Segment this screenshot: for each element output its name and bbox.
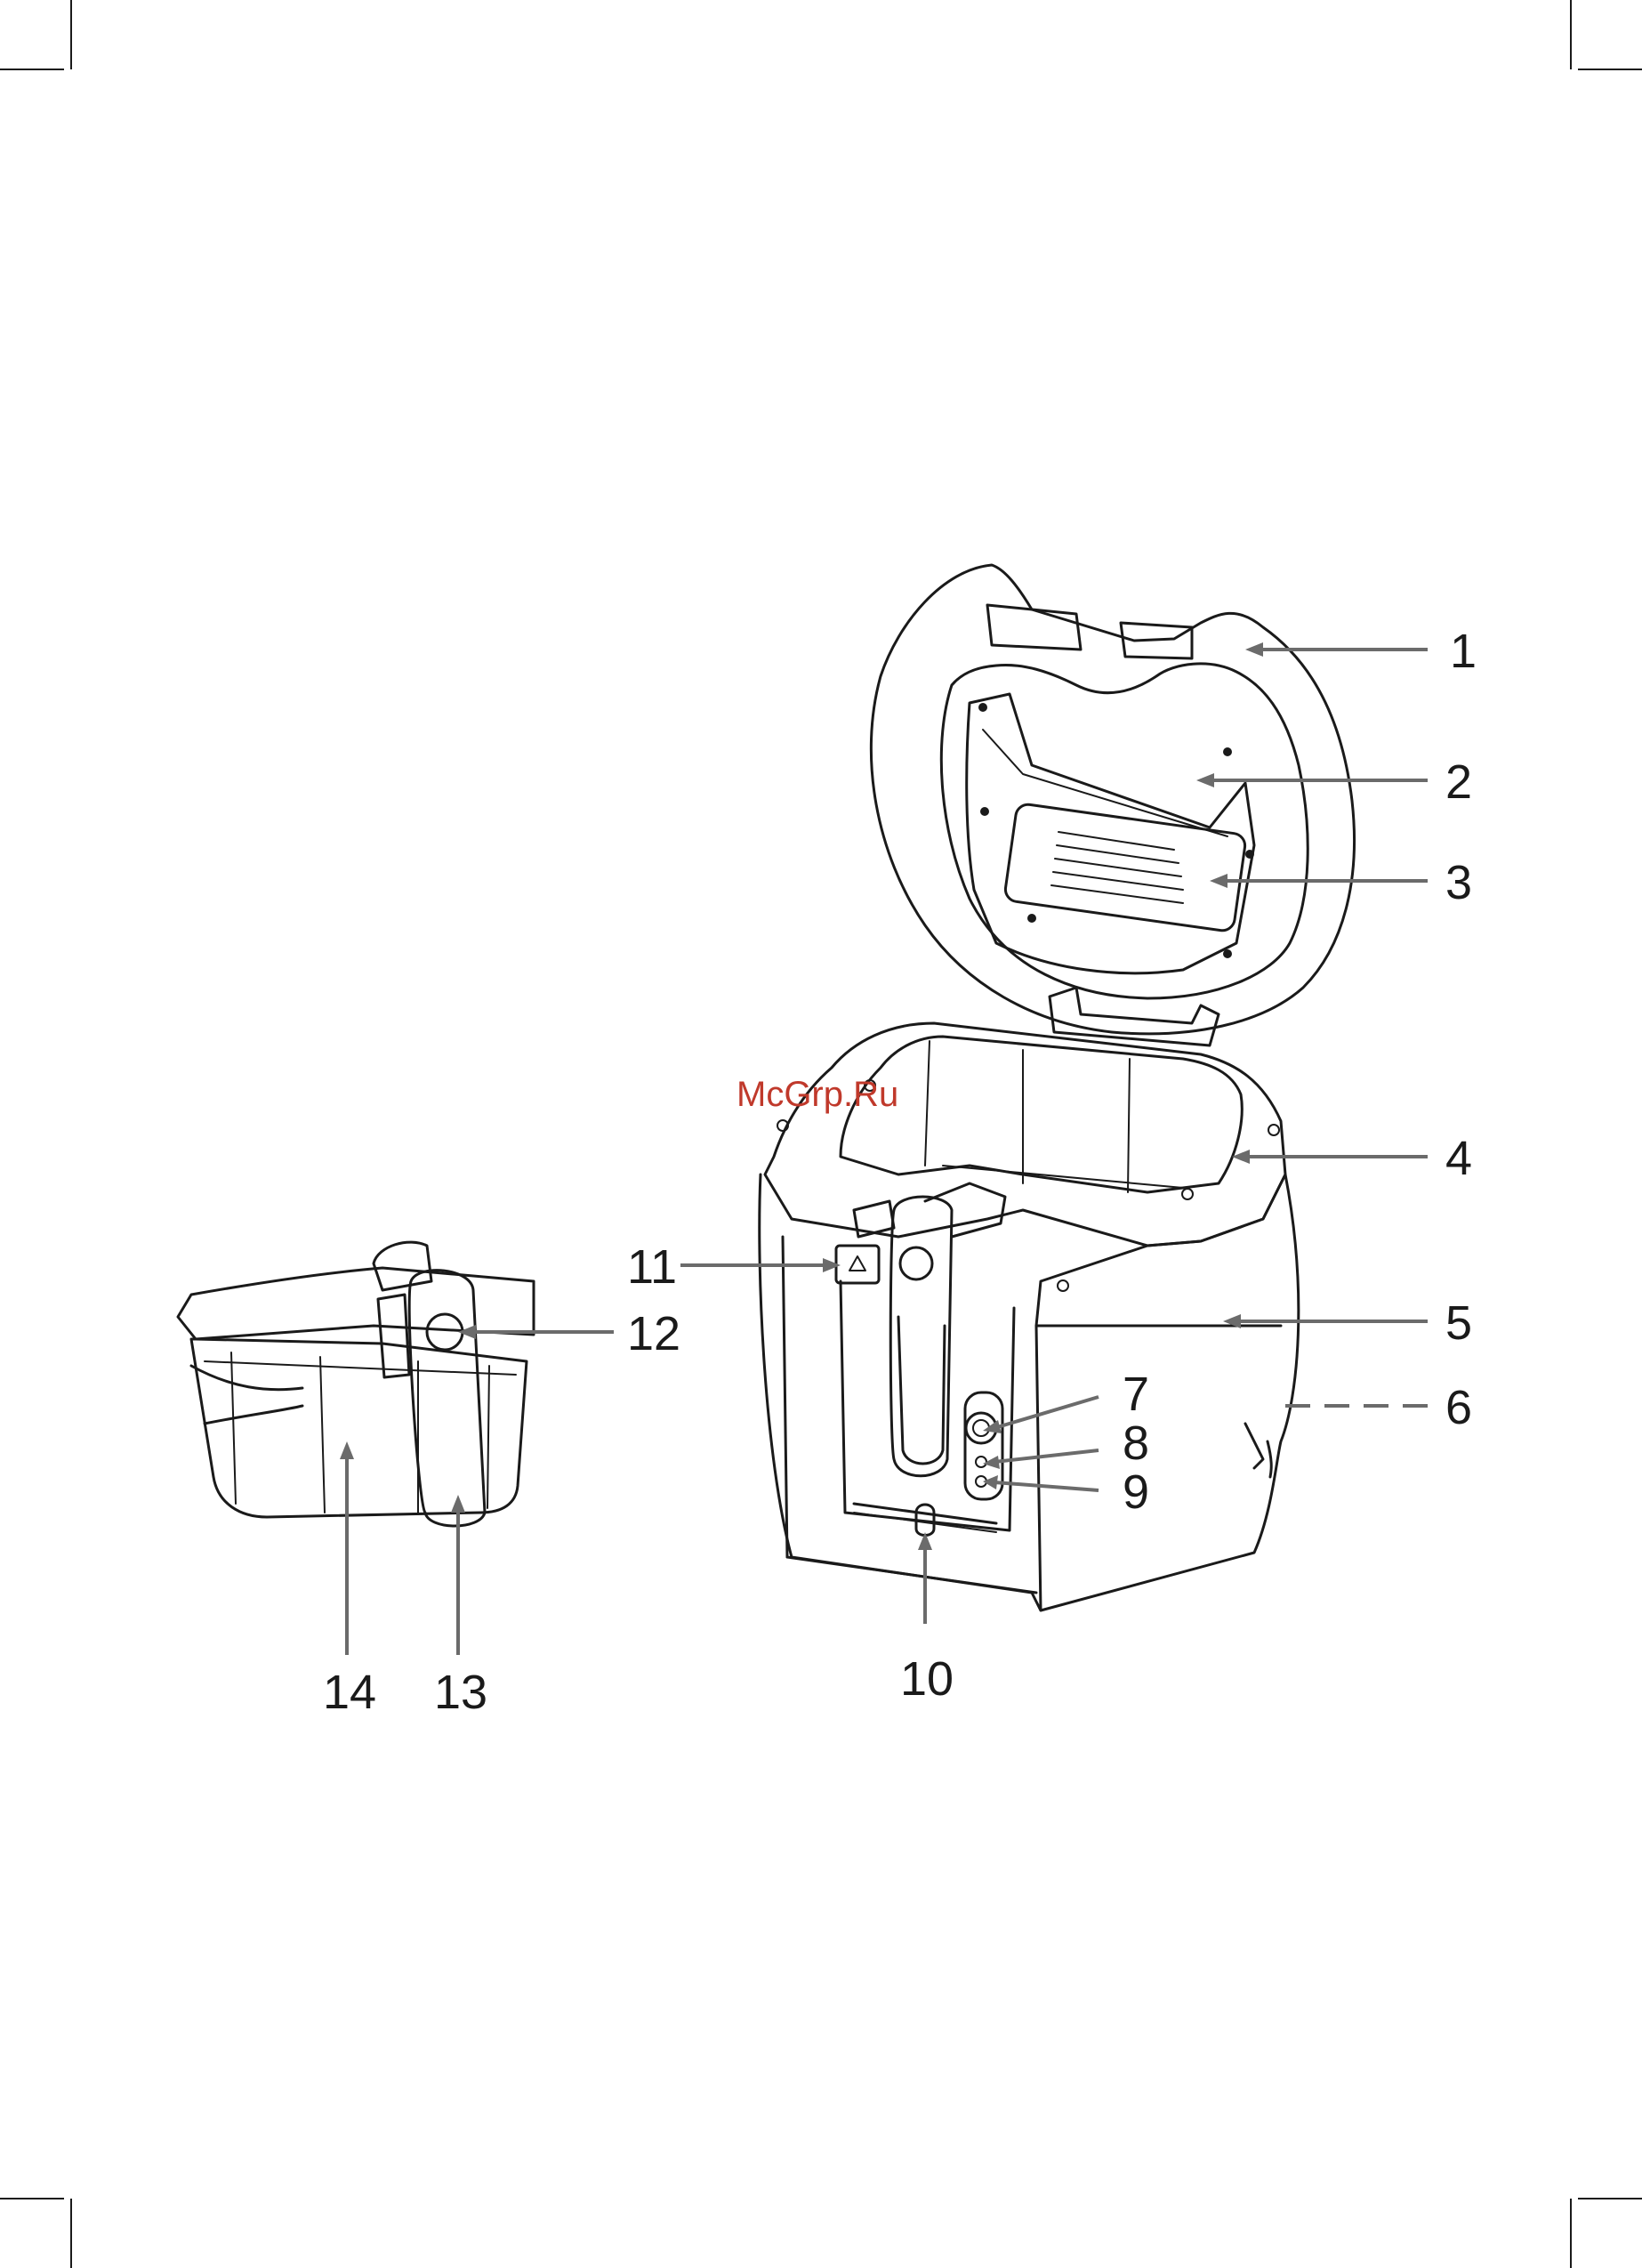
basket-illustration (178, 1242, 534, 1526)
basket-bracket (374, 1242, 431, 1290)
rim-screw (1268, 1125, 1279, 1135)
lid-screw (980, 807, 989, 816)
callout-14: 14 (323, 1666, 376, 1719)
housing (760, 1174, 1299, 1610)
housing-front-panel (841, 1281, 1014, 1530)
callout-7: 7 (1123, 1368, 1149, 1421)
basket-handle-button (427, 1314, 463, 1350)
callout-11: 11 (627, 1240, 677, 1294)
housing-foot (1245, 1424, 1263, 1468)
lid-screw (1223, 747, 1232, 756)
inner-panel (967, 694, 1254, 973)
pot-inner-walls (925, 1041, 1183, 1192)
pot-rim-inner (841, 1037, 1242, 1192)
indicator-light-8 (976, 1457, 986, 1467)
power-switch-symbol (849, 1256, 865, 1271)
lid-screw (1027, 914, 1036, 923)
rim-screw (1058, 1280, 1068, 1291)
filter-grille (1051, 832, 1183, 903)
housing-front-bottom (787, 1557, 1036, 1593)
callout-1: 1 (1450, 625, 1477, 678)
callout-12: 12 (627, 1307, 680, 1360)
callout-arrows (340, 642, 1428, 1655)
callout-13: 13 (434, 1666, 487, 1719)
callout-10: 10 (900, 1652, 954, 1706)
callout-6: 6 (1445, 1381, 1472, 1434)
basket-handle-clip (378, 1295, 409, 1377)
basket-rim (178, 1268, 534, 1339)
callout-2: 2 (1445, 755, 1472, 809)
basket-wire (191, 1366, 302, 1390)
lid-screw (1245, 850, 1254, 859)
filter-window (1004, 803, 1247, 932)
lid-screw (978, 703, 987, 712)
watermark: McGrp.Ru (736, 1075, 898, 1114)
power-switch (836, 1246, 879, 1283)
fryer-handle-button (900, 1247, 932, 1279)
callout-3: 3 (1445, 856, 1472, 909)
cord-storage-edge (1268, 1441, 1271, 1477)
fryer-handle-slot (898, 1317, 945, 1464)
basket-wire (205, 1406, 302, 1424)
callout-5: 5 (1445, 1296, 1472, 1350)
callout-8: 8 (1123, 1416, 1149, 1470)
basket-mesh (205, 1352, 516, 1513)
basket-handle (409, 1271, 485, 1526)
lid-screw (1223, 949, 1232, 958)
rim-screw (1182, 1189, 1193, 1199)
callout-4: 4 (1445, 1132, 1472, 1185)
lid-hinge-top (987, 605, 1081, 650)
hinge (1050, 988, 1219, 1045)
callout-9: 9 (1123, 1465, 1149, 1519)
housing-front-left-edge (783, 1237, 787, 1557)
